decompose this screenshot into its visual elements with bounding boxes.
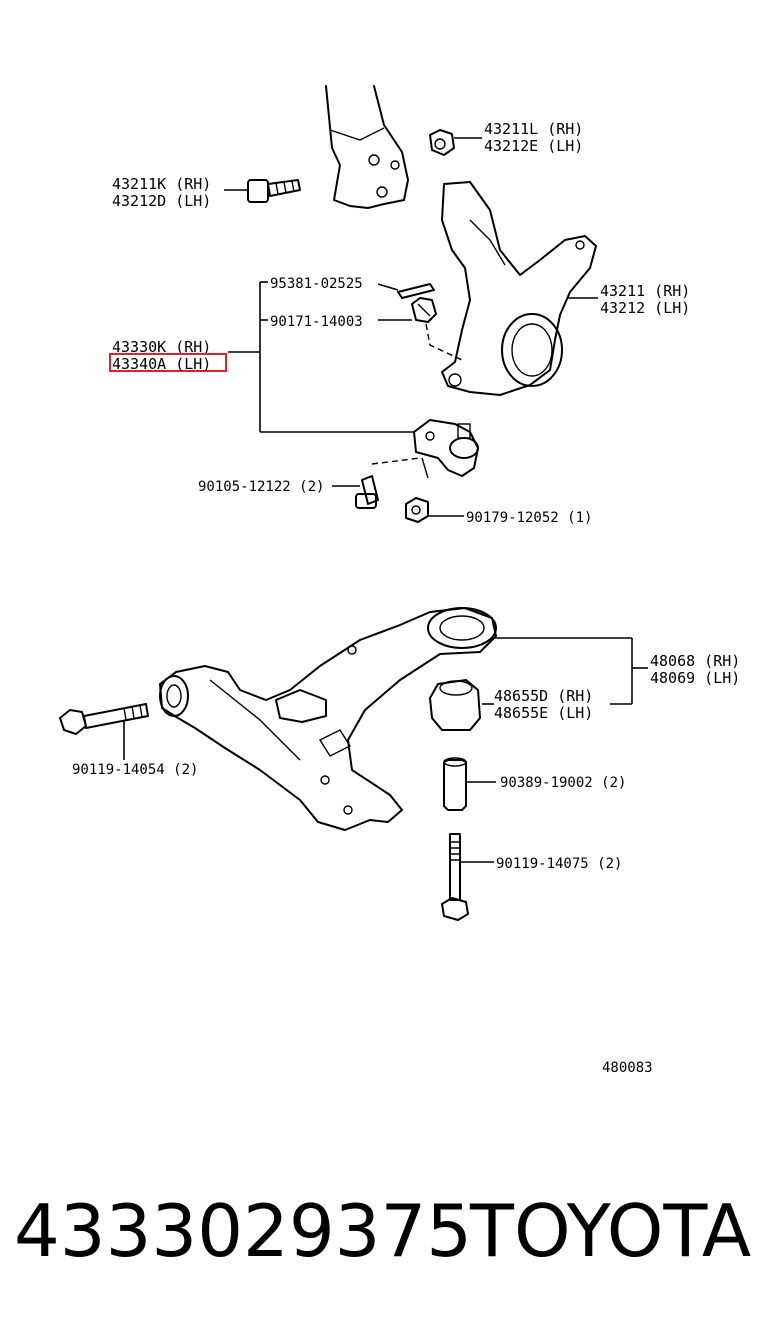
ball-joint-bolt-icon — [332, 475, 379, 509]
collar-icon — [443, 757, 496, 811]
ball-joint — [371, 419, 479, 479]
label-43212e: 43212E (LH) — [484, 137, 583, 155]
castle-nut-icon — [378, 297, 463, 361]
label-90119-14054: 90119-14054 (2) — [72, 762, 198, 778]
label-43330k: 43330K (RH) — [112, 338, 211, 356]
lower-arm — [159, 607, 497, 831]
strut-bracket — [325, 85, 409, 209]
label-95381: 95381-02525 — [270, 276, 363, 292]
label-90105: 90105-12122 (2) — [198, 479, 324, 495]
label-43340a[interactable]: 43340A (LH) — [112, 355, 211, 373]
label-43211k: 43211K (RH) — [112, 175, 211, 193]
lower-arm-leader-bracket — [494, 637, 648, 705]
label-90171: 90171-14003 — [270, 314, 363, 330]
cotter-pin-icon — [377, 283, 435, 299]
label-43211l: 43211L (RH) — [484, 120, 583, 138]
diagram-id: 480083 — [602, 1060, 653, 1076]
label-48655e: 48655E (LH) — [494, 704, 593, 722]
label-48655d: 48655D (RH) — [494, 687, 593, 705]
footer-brand: TOYOTA — [469, 1189, 751, 1273]
ball-joint-nut-icon — [405, 497, 464, 523]
steering-knuckle — [441, 181, 598, 396]
label-90119-14075: 90119-14075 (2) — [496, 856, 622, 872]
label-48068: 48068 (RH) — [650, 652, 740, 670]
label-43212: 43212 (LH) — [600, 299, 690, 317]
label-43212d: 43212D (LH) — [112, 192, 211, 210]
footer-part-number: 4333029375 — [14, 1189, 472, 1273]
arm-front-bolt-icon — [59, 703, 149, 760]
label-90389: 90389-19002 (2) — [500, 775, 626, 791]
strut-nut-icon — [429, 129, 482, 156]
label-48069: 48069 (LH) — [650, 669, 740, 687]
label-43211: 43211 (RH) — [600, 282, 690, 300]
strut-bolt-icon — [224, 179, 301, 203]
ball-joint-leader-bracket — [228, 281, 414, 433]
arm-rear-bolt-icon — [441, 833, 494, 921]
bushing-icon — [429, 679, 494, 731]
highlight-box — [109, 353, 227, 372]
label-90179: 90179-12052 (1) — [466, 510, 592, 526]
